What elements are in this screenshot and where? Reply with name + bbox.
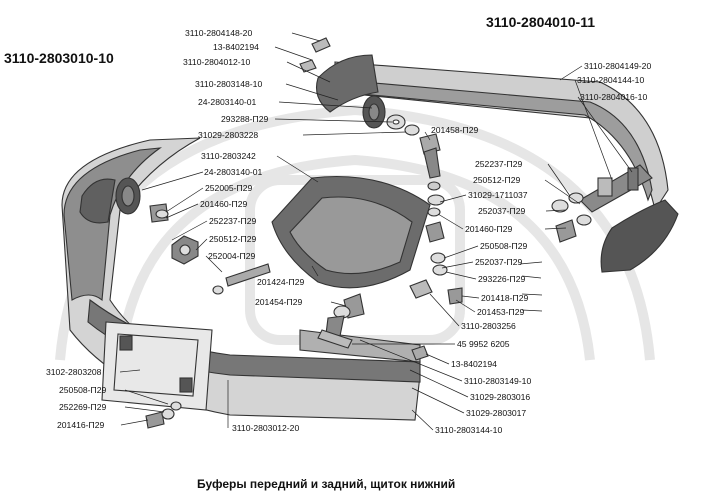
part-label: 293226-П29: [478, 274, 525, 284]
rear-bumper-assembly: [315, 54, 679, 273]
part-label: 201460-П29: [465, 224, 512, 234]
part-label: 250512-П29: [473, 175, 520, 185]
part-label: 201424-П29: [257, 277, 304, 287]
part-label: 3110-2803144-10: [435, 425, 502, 435]
part-label: 201460-П29: [200, 199, 247, 209]
part-label: 252237-П29: [475, 159, 522, 169]
diagram-caption: Буферы передний и задний, щиток нижний: [197, 477, 455, 491]
part-label: 201454-П29: [255, 297, 302, 307]
front-bumper-left-end: [79, 178, 116, 224]
rear-bracket: [597, 177, 613, 197]
front-mount-nut: [171, 235, 199, 265]
part-label: 201416-П29: [57, 420, 104, 430]
part-label: 250508-П29: [59, 385, 106, 395]
leader-lines: [119, 32, 633, 431]
part-label: 3110-2803012-20: [232, 423, 299, 433]
part-label: 13-8402194: [213, 42, 259, 52]
part-label: 3110-2804144-10: [577, 75, 644, 85]
part-label: 3110-2803242: [201, 151, 256, 161]
part-label: 252269-П29: [59, 402, 106, 412]
rubber-pad-rear: [362, 95, 386, 129]
license-plate-panel: [101, 321, 213, 411]
part-label: 201418-П29: [481, 293, 528, 303]
part-label: 3110-2804016-10: [580, 92, 647, 102]
part-label: 201458-П29: [431, 125, 478, 135]
part-label: 252037-П29: [475, 257, 522, 267]
part-label: 3110-2803256: [461, 321, 516, 331]
part-label: 3110-2804012-10: [183, 57, 250, 67]
part-label: 252005-П29: [205, 183, 252, 193]
part-label: 250508-П29: [480, 241, 527, 251]
part-label: 24-2803140-01: [204, 167, 263, 177]
part-label: 3110-2804149-20: [584, 61, 651, 71]
part-label: 201453-П29: [477, 307, 524, 317]
rubber-pad-left: [115, 177, 141, 215]
front-bumper-heading: 3110-2803010-10: [4, 50, 114, 66]
part-label: 252237-П29: [209, 216, 256, 226]
fasteners: [145, 37, 592, 429]
part-label: 13-8402194: [451, 359, 497, 369]
rear-bumper-right-end: [600, 199, 679, 273]
part-label: 293288-П29: [221, 114, 268, 124]
part-label: 250512-П29: [209, 234, 256, 244]
part-label: 24-2803140-01: [198, 97, 257, 107]
part-label: 3110-2804148-20: [185, 28, 252, 38]
part-label: 252004-П29: [208, 251, 255, 261]
part-label: 3110-2803149-10: [464, 376, 531, 386]
rear-bumper-heading: 3110-2804010-11: [486, 14, 595, 30]
part-label: 31029-2803016: [470, 392, 530, 402]
part-label: 31029-1711037: [468, 190, 528, 200]
part-label: 31029-2803228: [198, 130, 258, 140]
part-label: 45 9952 6205: [457, 339, 510, 349]
lower-shield: [271, 175, 431, 289]
part-label: 252037-П29: [478, 206, 525, 216]
part-label: 3110-2803148-10: [195, 79, 262, 89]
part-label: 31029-2803017: [466, 408, 526, 418]
part-label: 3102-2803208: [46, 367, 102, 377]
part-labels: 3110-2804148-20 13-8402194 3110-2804012-…: [46, 28, 651, 435]
